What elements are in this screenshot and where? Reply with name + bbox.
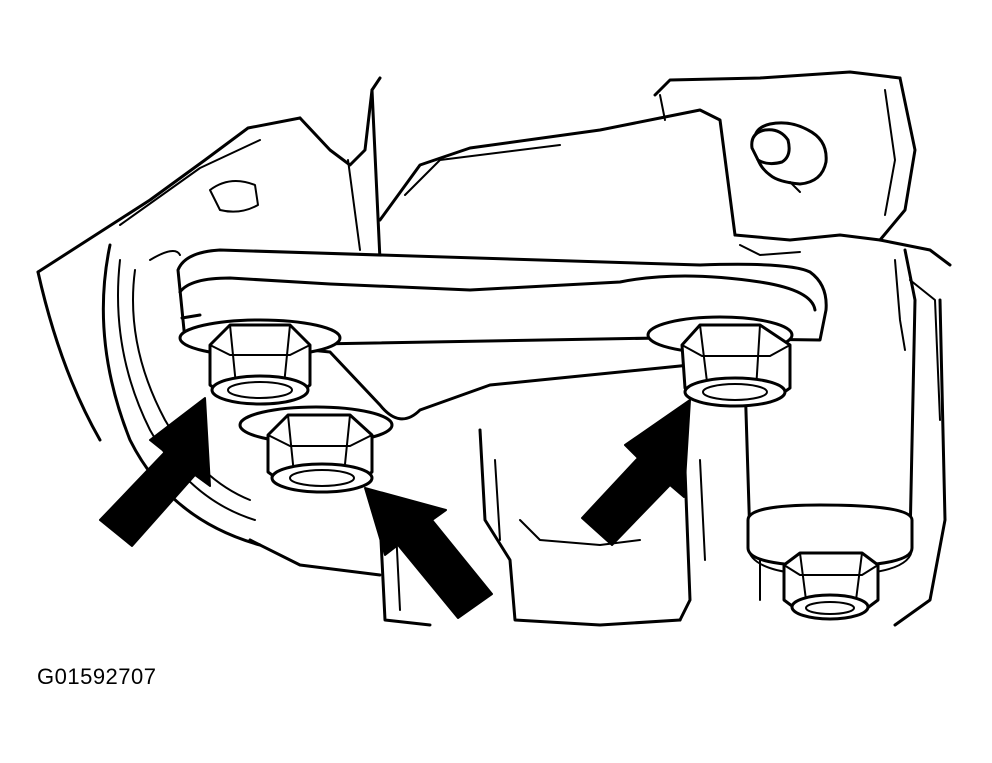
nut-center: [238, 405, 394, 494]
arrow-right: [581, 399, 691, 546]
engine-housing: [36, 70, 952, 627]
arrow-center: [364, 487, 493, 619]
figure-code: G01592707: [37, 664, 157, 689]
mount-bracket: [176, 248, 828, 421]
nut-left: [178, 318, 342, 406]
nut-right: [646, 315, 794, 408]
arrow-left: [99, 397, 211, 547]
nut-lower-right: [782, 551, 880, 621]
